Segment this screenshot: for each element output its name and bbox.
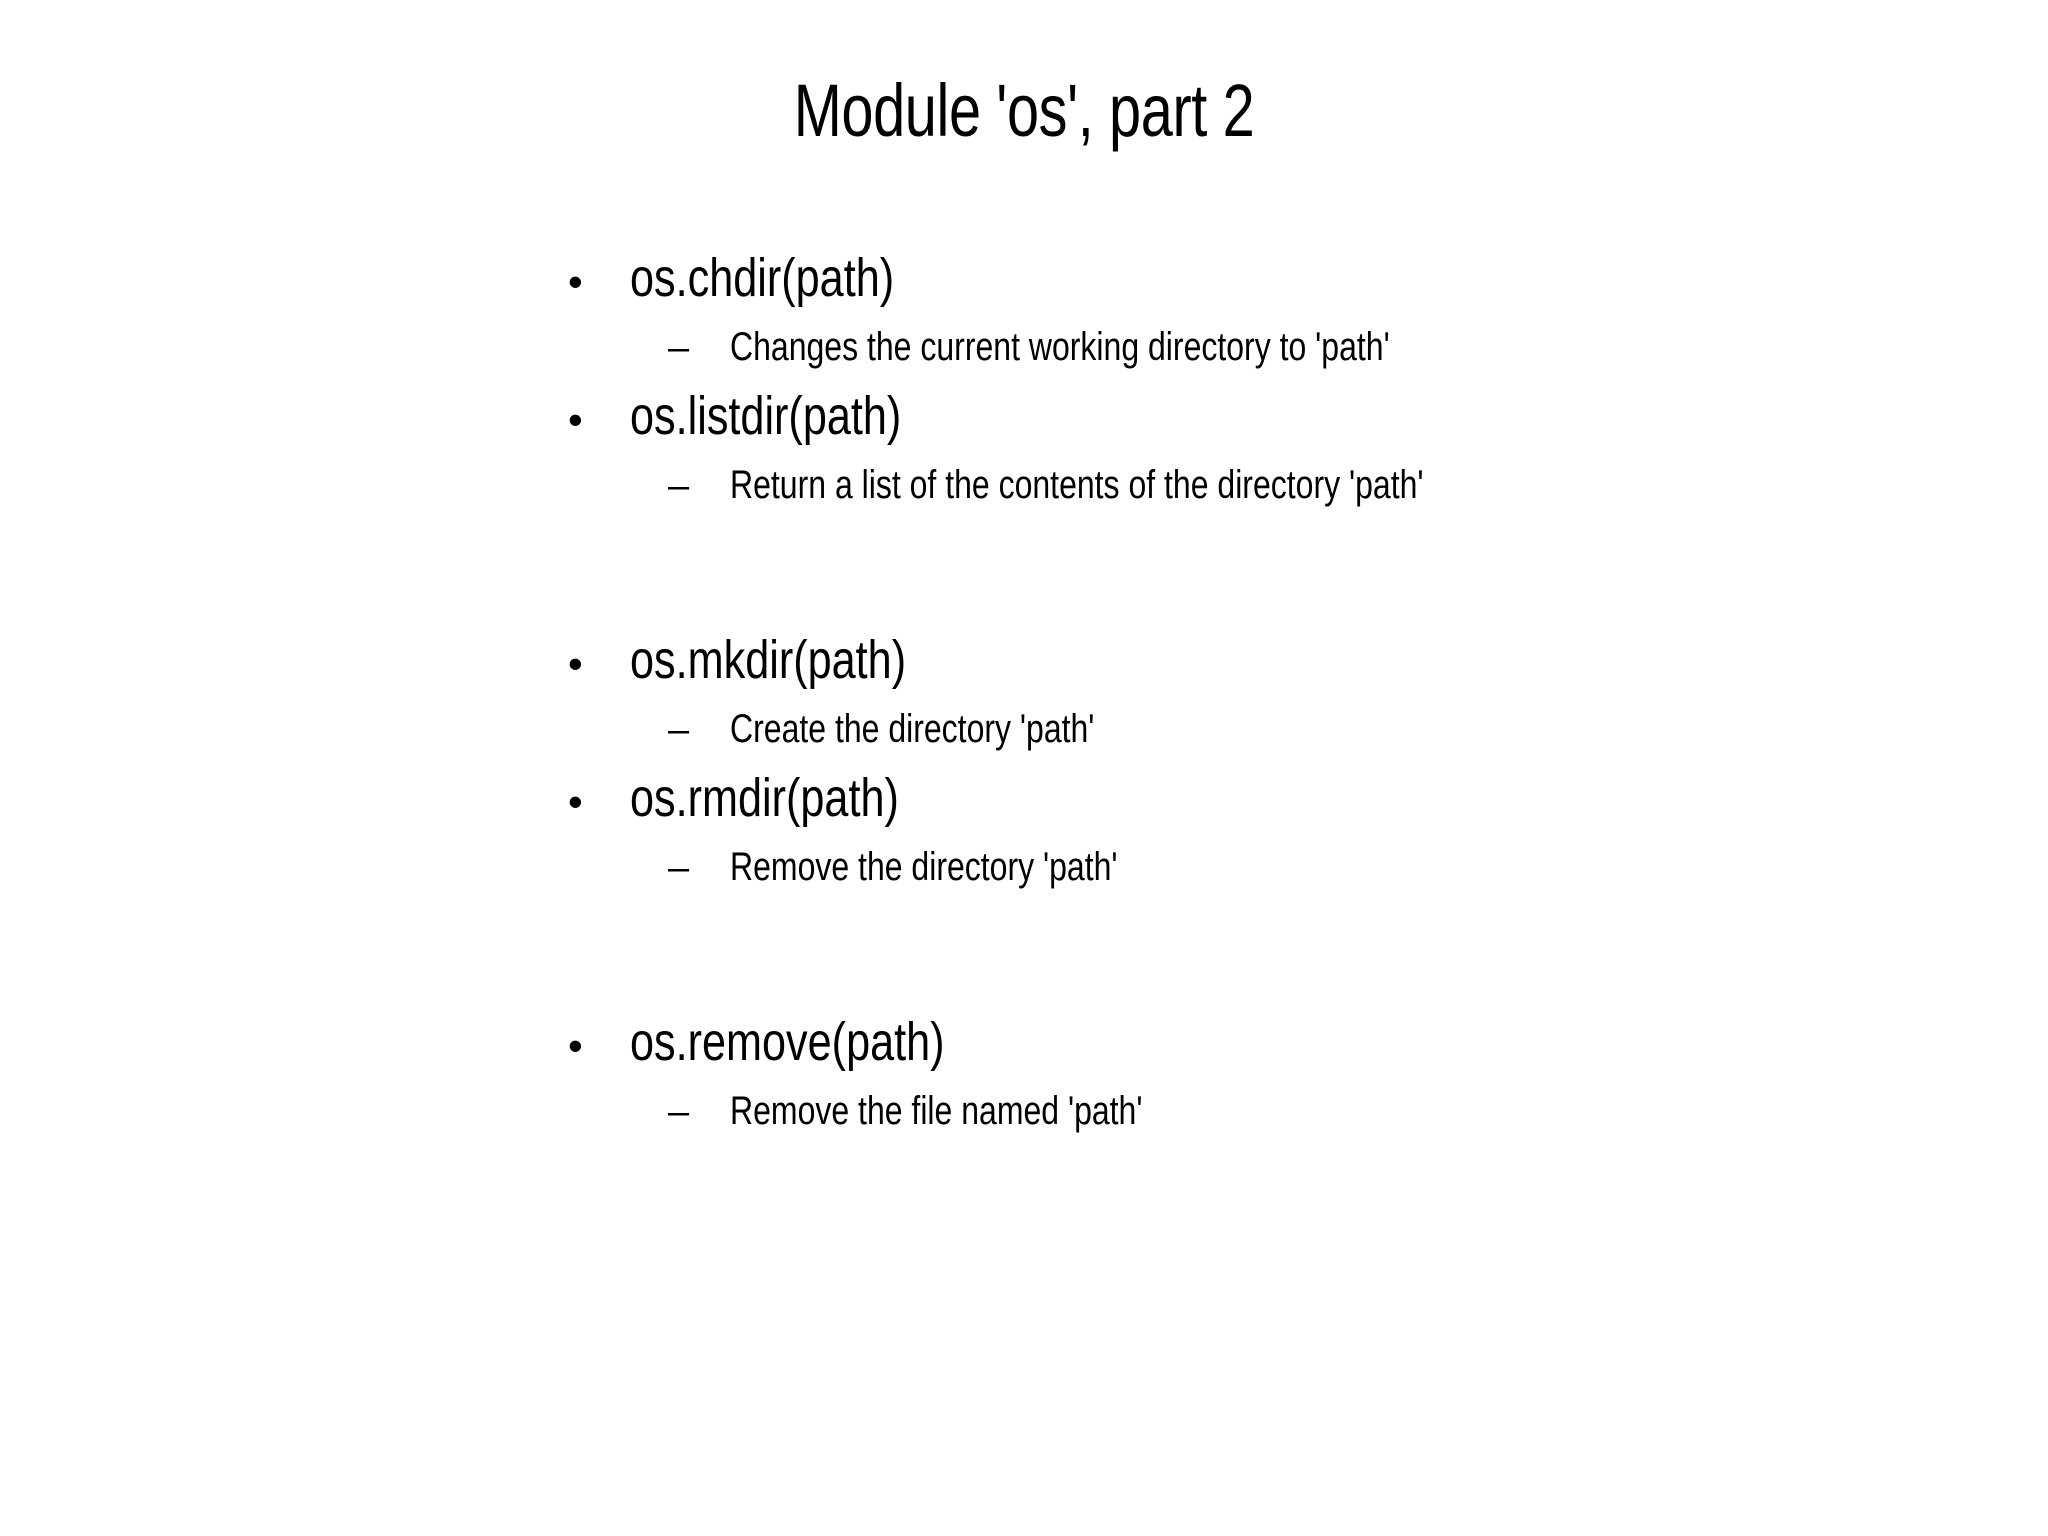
slide-title: Module 'os', part 2: [793, 69, 1255, 152]
bullet-point-icon: •: [568, 258, 583, 305]
bullet-label-listdir: os.listdir(path): [630, 386, 902, 446]
bullet-point-icon: •: [568, 640, 583, 687]
sub-bullet-label-chdir: Changes the current working directory to…: [730, 325, 1390, 369]
dash-bullet-icon: –: [668, 327, 690, 369]
dash-bullet-icon: –: [668, 1091, 690, 1133]
dash-bullet-icon: –: [668, 847, 690, 889]
bullet-item-rmdir: • os.rmdir(path): [0, 760, 2048, 836]
bullet-item-listdir: • os.listdir(path): [0, 378, 2048, 454]
slide-body-content: • os.chdir(path) – Changes the current w…: [0, 240, 2048, 1142]
bullet-label-rmdir: os.rmdir(path): [630, 768, 899, 828]
sub-bullet-label-rmdir: Remove the directory 'path': [730, 845, 1118, 889]
sub-bullet-item-remove: – Remove the file named 'path': [0, 1080, 2048, 1142]
bullet-point-icon: •: [568, 396, 583, 443]
dash-bullet-icon: –: [668, 465, 690, 507]
sub-bullet-item-chdir: – Changes the current working directory …: [0, 316, 2048, 378]
bullet-label-mkdir: os.mkdir(path): [630, 630, 907, 690]
sub-bullet-label-listdir: Return a list of the contents of the dir…: [730, 463, 1424, 507]
sub-bullet-label-mkdir: Create the directory 'path': [730, 707, 1095, 751]
bullet-point-icon: •: [568, 778, 583, 825]
bullet-item-chdir: • os.chdir(path): [0, 240, 2048, 316]
bullet-label-remove: os.remove(path): [630, 1012, 945, 1072]
dash-bullet-icon: –: [668, 709, 690, 751]
blank-line-spacer: [0, 974, 2048, 1004]
bullet-label-chdir: os.chdir(path): [630, 248, 895, 308]
sub-bullet-item-rmdir: – Remove the directory 'path': [0, 836, 2048, 898]
bullet-item-mkdir: • os.mkdir(path): [0, 622, 2048, 698]
blank-line-spacer: [0, 592, 2048, 622]
bullet-point-icon: •: [568, 1022, 583, 1069]
sub-bullet-item-mkdir: – Create the directory 'path': [0, 698, 2048, 760]
sub-bullet-item-listdir: – Return a list of the contents of the d…: [0, 454, 2048, 516]
bullet-item-remove: • os.remove(path): [0, 1004, 2048, 1080]
blank-line-spacer: [0, 898, 2048, 974]
blank-line-spacer: [0, 516, 2048, 592]
sub-bullet-label-remove: Remove the file named 'path': [730, 1089, 1143, 1133]
